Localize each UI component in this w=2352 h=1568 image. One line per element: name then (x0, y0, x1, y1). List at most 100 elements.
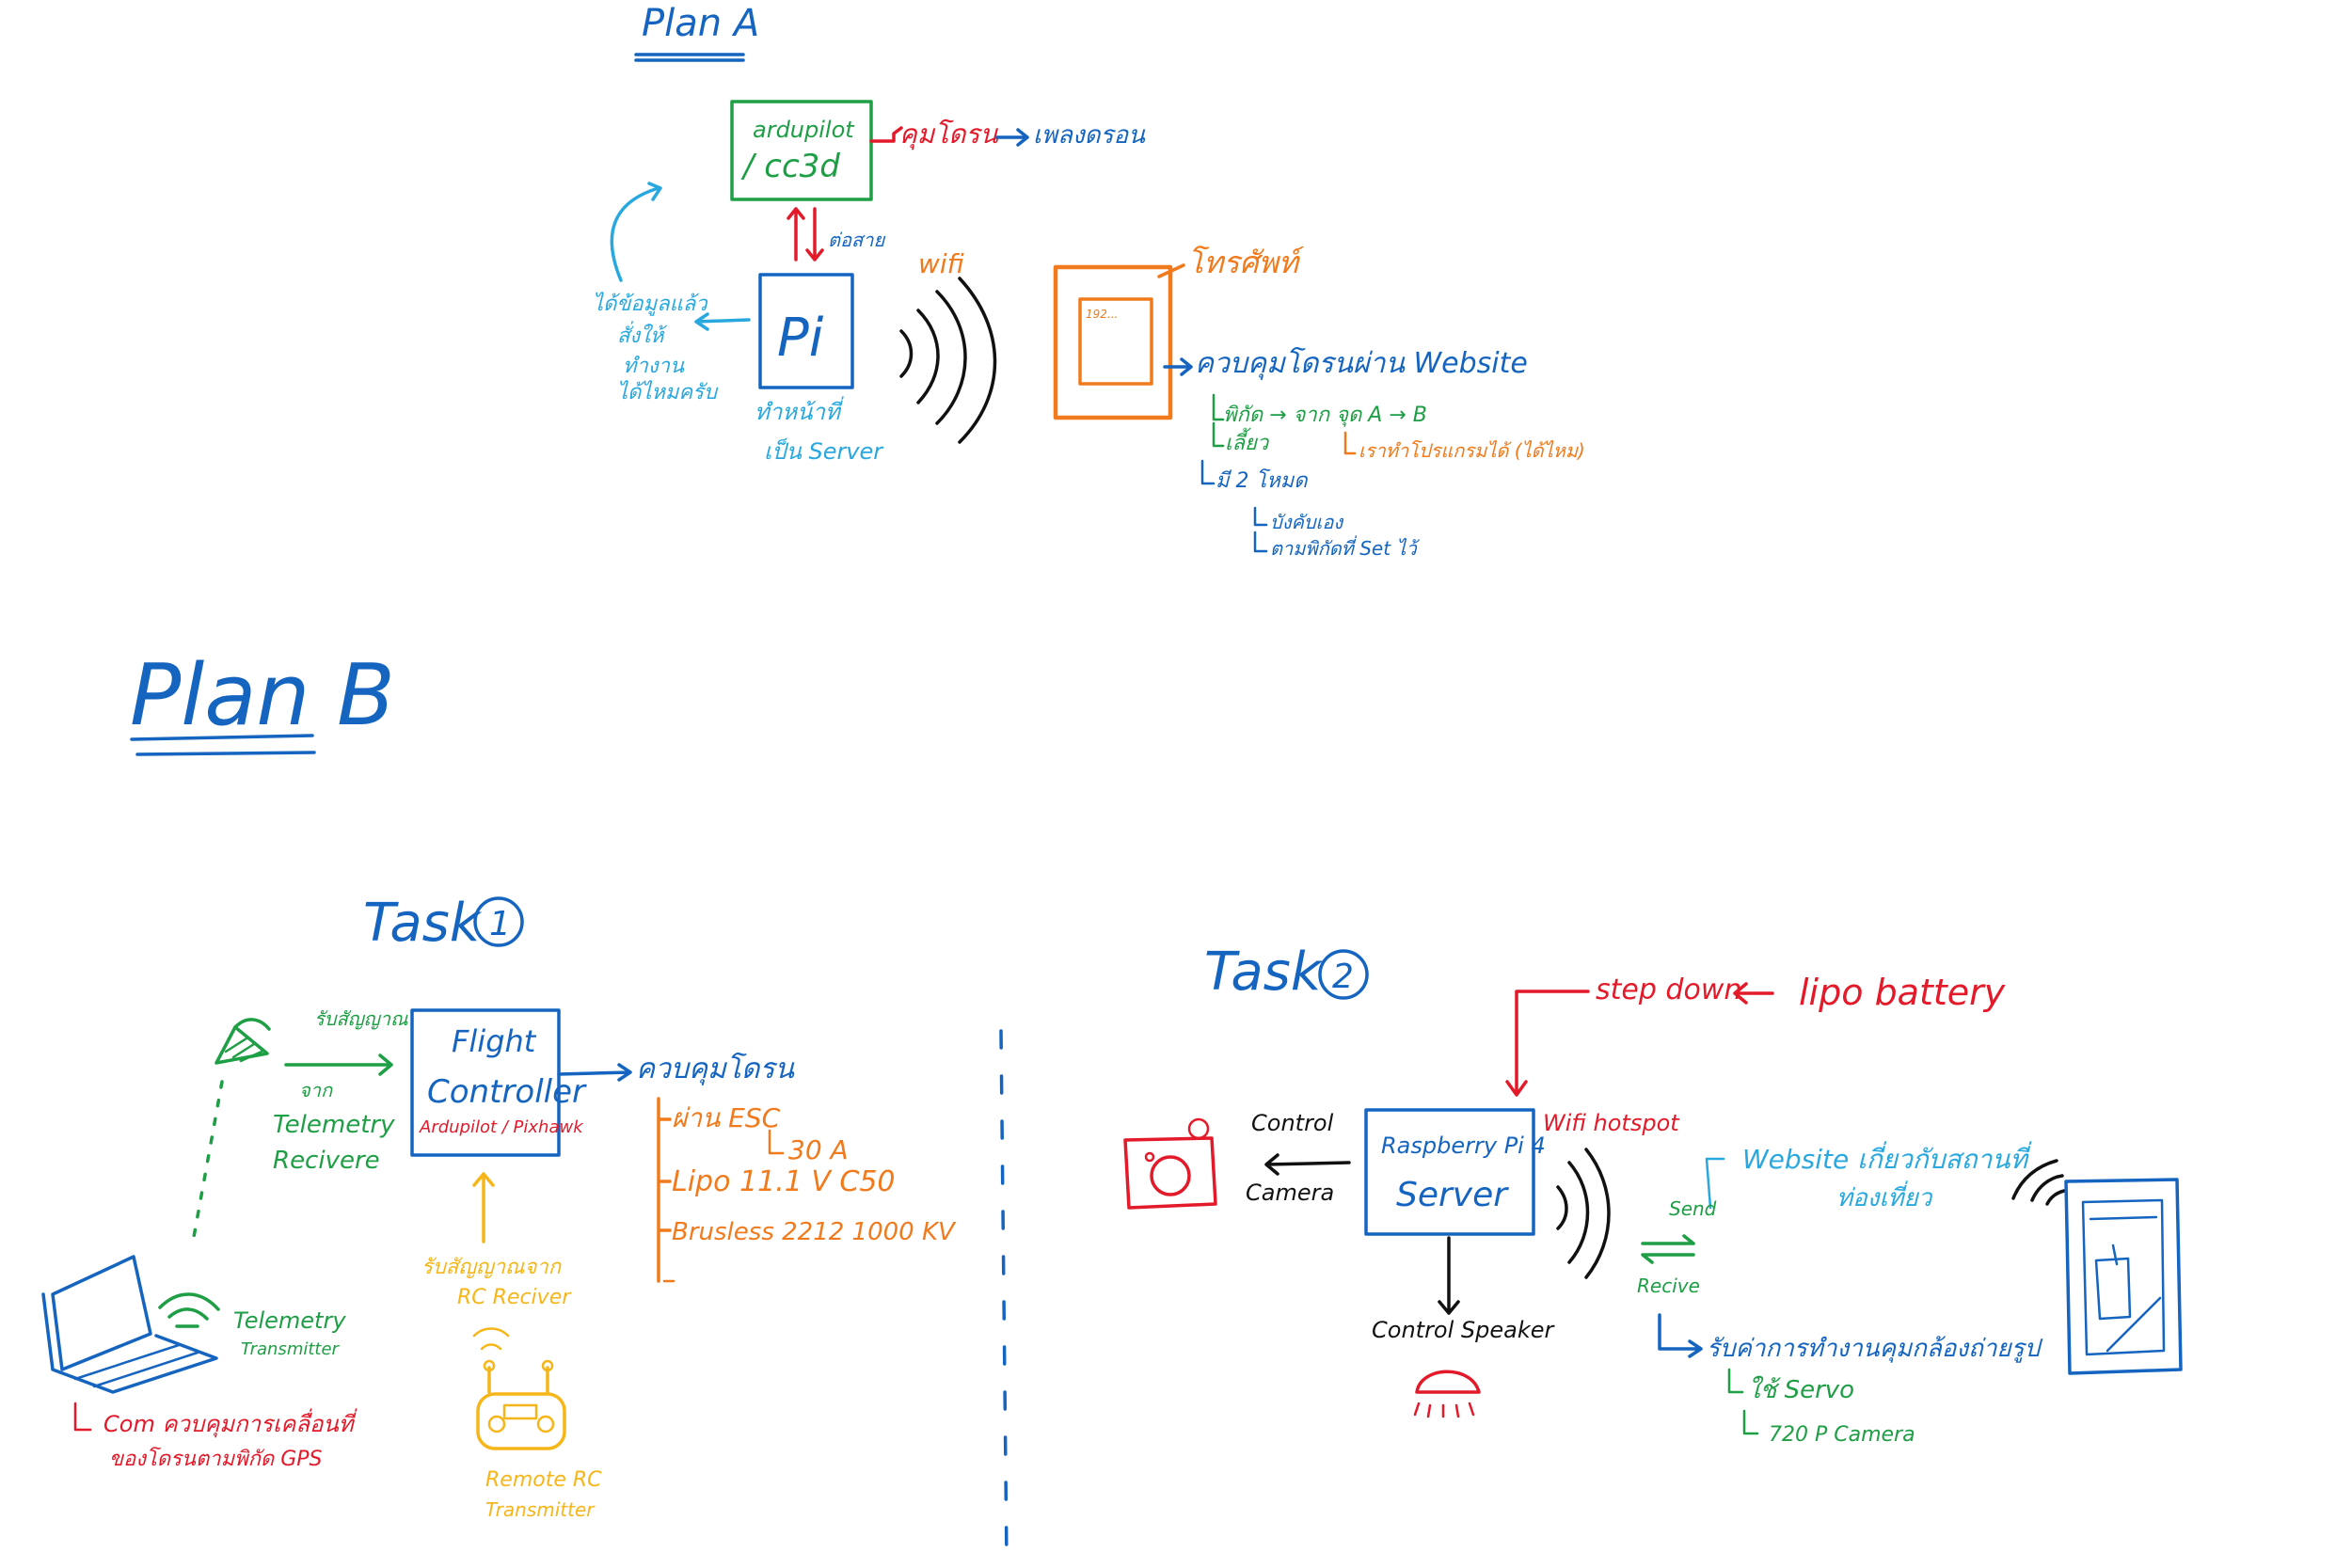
plan-a-wifi-label: wifi (918, 248, 964, 279)
task2-stepdown: step down (1596, 974, 1741, 1006)
plan-a-branch-1 (1212, 393, 1225, 421)
task1-section: Task 1 Flight Controller Ardupilot / Pix… (41, 893, 957, 1521)
task1-com-note-1: Com ควบคุมการเคลื่อนที่ (103, 1408, 358, 1438)
plan-a-section: Plan A ardupilot / cc3d คุมโดรน เพลงดรอน… (593, 2, 1585, 560)
task1-telemetry-tx-1: Telemetry (233, 1307, 346, 1334)
plan-a-cable-label: ต่อสาย (828, 229, 885, 251)
plan-a-sub-turn: เลี้ยว (1225, 427, 1270, 455)
plan-a-up-arrow (787, 207, 805, 261)
task2-section: Task 2 step down lipo battery Raspberry … (1123, 942, 2183, 1447)
task1-rc-signal-2: RC Reciver (457, 1286, 572, 1309)
task1-via-esc: ผ่าน ESC (672, 1102, 781, 1133)
task2-phone-wifi-icon (2011, 1159, 2066, 1206)
plan-a-title: Plan A (642, 2, 759, 45)
task1-number: 1 (489, 905, 511, 943)
task2-camera-arrow (1264, 1153, 1351, 1176)
task2-hotspot-wifi-icon (1556, 1148, 1611, 1279)
task1-brushless: Brusless 2212 1000 KV (672, 1218, 957, 1246)
task1-fc-box (410, 1008, 561, 1157)
task2-lipo-battery: lipo battery (1799, 972, 2006, 1013)
plan-a-feedback-2: สั่งให้ (617, 321, 667, 348)
task1-telemetry-tx-2: Transmitter (241, 1339, 341, 1359)
task2-control-camera-2: Camera (1246, 1180, 1334, 1206)
task1-signal-in: รับสัญญาณ (314, 1007, 408, 1030)
task1-title: Task (363, 893, 483, 954)
task2-title: Task (1204, 942, 1324, 1003)
plan-a-branch-2 (1212, 421, 1225, 448)
plan-a-drone-control: คุมโดรน (899, 119, 998, 150)
plan-a-feedback-3: ทำงาน (623, 355, 685, 378)
task1-telemetry-arrow (284, 1053, 393, 1076)
task1-esc-amp: 30 A (788, 1134, 849, 1165)
plan-a-pi-box (758, 273, 854, 389)
task1-remote-2: Transmitter (485, 1498, 596, 1521)
task2-server-box (1364, 1108, 1535, 1236)
task1-lipo: Lipo 11.1 V C50 (672, 1165, 896, 1198)
task1-com-note-2: ของโดรนตามพิกัด GPS (109, 1447, 323, 1471)
section-divider (999, 1029, 1009, 1563)
task2-control-speaker: Control Speaker (1372, 1317, 1556, 1343)
plan-a-pi-caption-1: ทำหน้าที่ (755, 396, 844, 425)
speaker-icon (1413, 1370, 1481, 1418)
task2-camera720-branch (1742, 1409, 1759, 1435)
task1-control-drone: ควบคุมโดรน (636, 1052, 796, 1085)
plan-a-fc-line2: / cc3d (740, 148, 840, 185)
plan-a-wifi-icon (899, 277, 997, 444)
task2-server-line2: Server (1396, 1176, 1509, 1214)
task2-phone-icon (2064, 1178, 2183, 1375)
plan-a-phone-icon (1053, 264, 1173, 420)
plan-a-sub-mode2: ตามพิกัดที่ Set ไว้ (1270, 535, 1421, 560)
plan-a-phone-pointer (1157, 263, 1185, 278)
plan-a-drone-label: เพลงดรอน (1033, 121, 1146, 150)
task2-receive: Recive (1637, 1275, 1700, 1297)
task1-telemetry-receiver-2: Recivere (273, 1147, 380, 1175)
task2-servo-branch (1727, 1368, 1744, 1394)
task1-remote-1: Remote RC (485, 1468, 602, 1492)
task2-number: 2 (1332, 958, 1354, 996)
task1-control-arrow (557, 1063, 632, 1082)
plan-a-feedback-4: ได้ไหมครับ (617, 380, 719, 404)
plan-a-arrow-to-drone (995, 128, 1029, 147)
plan-a-phone-screen-text: 192... (1086, 308, 1118, 321)
task2-control-camera-1: Control (1251, 1110, 1334, 1136)
plan-a-pi-label: Pi (777, 308, 824, 369)
task2-send-receive-arrows (1641, 1234, 1695, 1264)
task1-fc-line1: Flight (452, 1023, 537, 1059)
task1-telemetry-link (190, 1080, 224, 1249)
task2-website-branch (1705, 1157, 1725, 1210)
task2-power-line (1505, 990, 1590, 1097)
task1-esc-branch (768, 1129, 785, 1155)
laptop-icon (41, 1255, 218, 1394)
telemetry-receiver-icon (215, 1018, 271, 1065)
plan-a-sub-program: เราทำโปรแกรมได้ (ได้ไหม) (1359, 439, 1585, 462)
task2-number-circle (1318, 949, 1369, 1000)
task1-number-circle (473, 896, 524, 947)
remote-controller-icon (476, 1359, 566, 1450)
plan-a-red-connector (869, 126, 903, 143)
task2-website-line1: Website เกี่ยวกับสถานที่ (1742, 1141, 2032, 1175)
plan-b-title-underline (130, 734, 316, 756)
telemetry-transmitter-icon (158, 1292, 220, 1328)
task2-battery-arrow (1733, 982, 1774, 1005)
plan-a-website-control: ควบคุมโดรนผ่าน Website (1195, 346, 1528, 380)
task1-telemetry-receiver-1: Telemetry (273, 1111, 395, 1139)
plan-a-down-arrow (805, 207, 824, 261)
task2-website-line2: ท่องเที่ยว (1836, 1180, 1933, 1212)
task2-server-line1: Raspberry Pi 4 (1381, 1132, 1546, 1159)
task2-receive-value: รับค่าการทำงานคุมกล้องถ่ายรูป (1707, 1335, 2043, 1363)
plan-a-branch-4 (1253, 506, 1268, 527)
task2-receive-arrow (1658, 1313, 1703, 1358)
task1-orange-tree (657, 1097, 672, 1283)
task1-rc-arrow (472, 1172, 495, 1243)
plan-a-branch-program (1343, 431, 1357, 455)
plan-a-arrow-to-website (1163, 357, 1193, 376)
plan-a-sub-coord: พิกัด → จาก จุด A → B (1223, 404, 1427, 427)
task2-wifi-hotspot: Wifi hotspot (1543, 1110, 1680, 1136)
task1-rc-signal-1: รับสัญญาณจาก (421, 1256, 563, 1279)
plan-a-feedback-1: ได้ข้อมูลแล้ว (593, 292, 708, 316)
plan-a-fc-box (730, 100, 873, 201)
plan-a-branch-3 (1200, 459, 1216, 485)
task2-speaker-arrow (1438, 1236, 1460, 1315)
rc-signal-waves-icon (472, 1327, 510, 1351)
